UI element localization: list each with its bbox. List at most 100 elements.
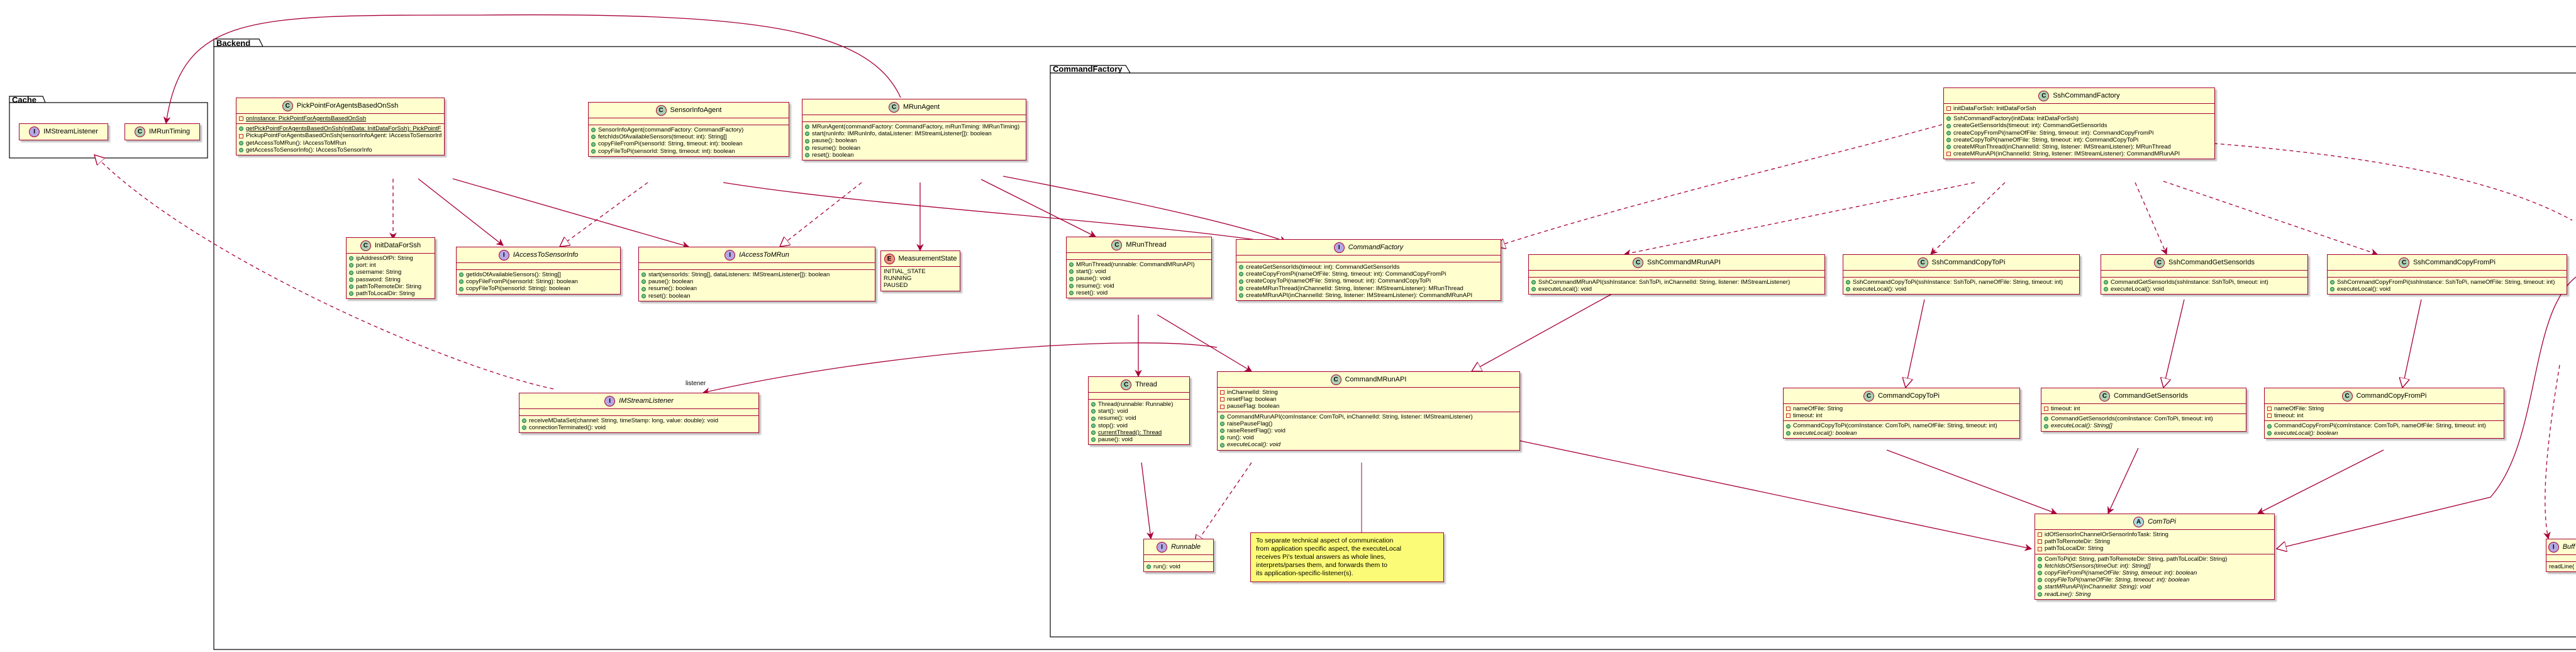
public-visibility-icon (1239, 293, 1243, 298)
methods-section: SshCommandCopyToPi(sshInstance: SshToPi,… (1843, 278, 2079, 294)
method-row: getIdsOfAvailableSensors(): String[] (459, 271, 618, 278)
methods-section: CommandMRunAPI(comInstance: ComToPi, inC… (1218, 412, 1519, 450)
methods-section: getIdsOfAvailableSensors(): String[]copy… (457, 270, 620, 294)
method-text: readLine(): String (2045, 590, 2091, 598)
method-row: resume(): void (1069, 283, 1209, 289)
relations (94, 14, 2576, 549)
class-icon: C (2399, 257, 2410, 268)
public-visibility-icon (1239, 286, 1243, 291)
public-visibility-icon (2104, 287, 2108, 292)
edge-pick-iaccesssensor (418, 178, 504, 246)
method-text: createGetSensorIds(timeout: int): Comman… (1246, 264, 1400, 271)
method-text: executeLocal(): void (1227, 441, 1281, 449)
edge-mrunagent-mruntiming (163, 14, 901, 125)
public-visibility-icon (349, 256, 353, 261)
public-visibility-icon (1946, 123, 1951, 128)
fields-section: timeout: int (2041, 404, 2246, 415)
field-row: inChannelId: String (1220, 389, 1517, 396)
note-line: receives Pi's textual answers as whole l… (1256, 553, 1386, 561)
method-text: createMRunAPI(inChannelId: String, liste… (1953, 150, 2180, 158)
method-text: executeLocal(): void (1538, 286, 1592, 293)
method-row: SshCommandCopyToPi(sshInstance: SshToPi,… (1846, 279, 2077, 286)
method-text: Thread(runnable: Runnable) (1098, 401, 1174, 408)
method-text: stop(): void (1098, 422, 1128, 429)
methods-section: MRunAgent(commandFactory: CommandFactory… (802, 122, 1026, 160)
method-row: executeLocal(): void (2104, 286, 2305, 293)
public-visibility-icon (1531, 280, 1536, 285)
method-row: createCopyFromPi(nameOfFile: String, tim… (1946, 130, 2212, 137)
class-icon: C (2154, 257, 2165, 268)
method-row: startMRunAPI(inChannelId: String): void (2038, 583, 2272, 590)
field-text: RUNNING (884, 275, 912, 283)
class-name: IMStreamListener (619, 396, 674, 405)
private-visibility-icon (2267, 413, 2272, 419)
field-text: username: String (356, 269, 402, 276)
public-visibility-icon (2330, 287, 2334, 292)
public-visibility-icon (239, 126, 243, 132)
edge-sshcopyfrom-copyfrom (2402, 299, 2422, 388)
method-text: start(): void (1098, 408, 1128, 415)
class-icon: C (1633, 257, 1644, 268)
edge-sshmrunapi-mrunapi (1472, 286, 1625, 371)
method-text: SshCommandCopyFromPi(sshInstance: SshToP… (2337, 279, 2555, 286)
method-row: createMRunThread(inChannelId: String, li… (1239, 285, 1498, 292)
public-visibility-icon (1946, 130, 1951, 135)
public-visibility-icon (1946, 116, 1951, 121)
interface-icon: I (1156, 542, 1167, 553)
public-visibility-icon (2038, 592, 2042, 597)
field-text: pathToLocalDir: String (356, 290, 415, 298)
class-name: MRunThread (1126, 240, 1167, 249)
public-visibility-icon (459, 273, 464, 278)
method-text: copyFileFromPi(sensorId: String, timeout… (598, 140, 743, 148)
method-text: copyFileToPi(sensorId: String, timeout: … (598, 147, 735, 155)
public-visibility-icon (1091, 409, 1096, 414)
class-icon: C (2099, 391, 2110, 402)
class-name: MeasurementState (898, 254, 957, 262)
fields-section: onInstance: PickPointForAgentsBasedOnSsh (236, 114, 444, 125)
fields-section: idOfSensorInChannelOrSensorInfoTask: Str… (2035, 530, 2274, 554)
public-visibility-icon (1069, 290, 1074, 295)
method-row: run(): void (1146, 563, 1211, 570)
private-visibility-icon (1220, 404, 1224, 409)
private-visibility-icon (1946, 152, 1951, 157)
edge-thread-runnable (1141, 462, 1154, 540)
listener-role-label: listener (686, 380, 706, 387)
field-row: INITIAL_STATE (884, 268, 957, 275)
class-name: ComToPi (2148, 517, 2176, 526)
method-row: resume(): boolean (805, 145, 1023, 152)
note-line: To separate technical aspect of communic… (1256, 537, 1394, 544)
method-row: createMRunAPI(inChannelId: String, liste… (1239, 292, 1498, 299)
public-visibility-icon (2330, 280, 2334, 285)
method-text: PickupPointForAgentsBasedOnSsh(sensorInf… (246, 132, 441, 140)
field-text: pauseFlag: boolean (1227, 403, 1280, 410)
public-visibility-icon (349, 291, 353, 296)
field-row: timeout: int (2267, 412, 2501, 419)
method-row: currentThread(): Thread (1091, 429, 1187, 436)
method-row: CommandCopyFromPi(comInstance: ComToPi, … (2267, 422, 2501, 429)
method-text: MRunThread(runnable: CommandMRunAPI) (1076, 261, 1195, 268)
public-visibility-icon (2267, 430, 2272, 436)
class-icon: C (2341, 391, 2353, 402)
field-row: pauseFlag: boolean (1220, 403, 1517, 410)
public-visibility-icon (1220, 414, 1224, 419)
method-row: createMRunAPI(inChannelId: String, liste… (1946, 150, 2212, 157)
field-text: resetFlag: boolean (1227, 396, 1277, 403)
class-icon: C (1863, 391, 1875, 402)
field-text: pathToLocalDir: String (2045, 545, 2104, 553)
class-icon: C (1121, 379, 1132, 390)
edge-mrunagent-commandfactory (1002, 176, 1287, 243)
methods-section: CommandGetSensorIds(sshInstance: SshToPi… (2101, 278, 2307, 294)
method-row: reset(): boolean (641, 293, 872, 300)
interface-icon: I (29, 126, 40, 137)
fields-section (1067, 253, 1211, 260)
